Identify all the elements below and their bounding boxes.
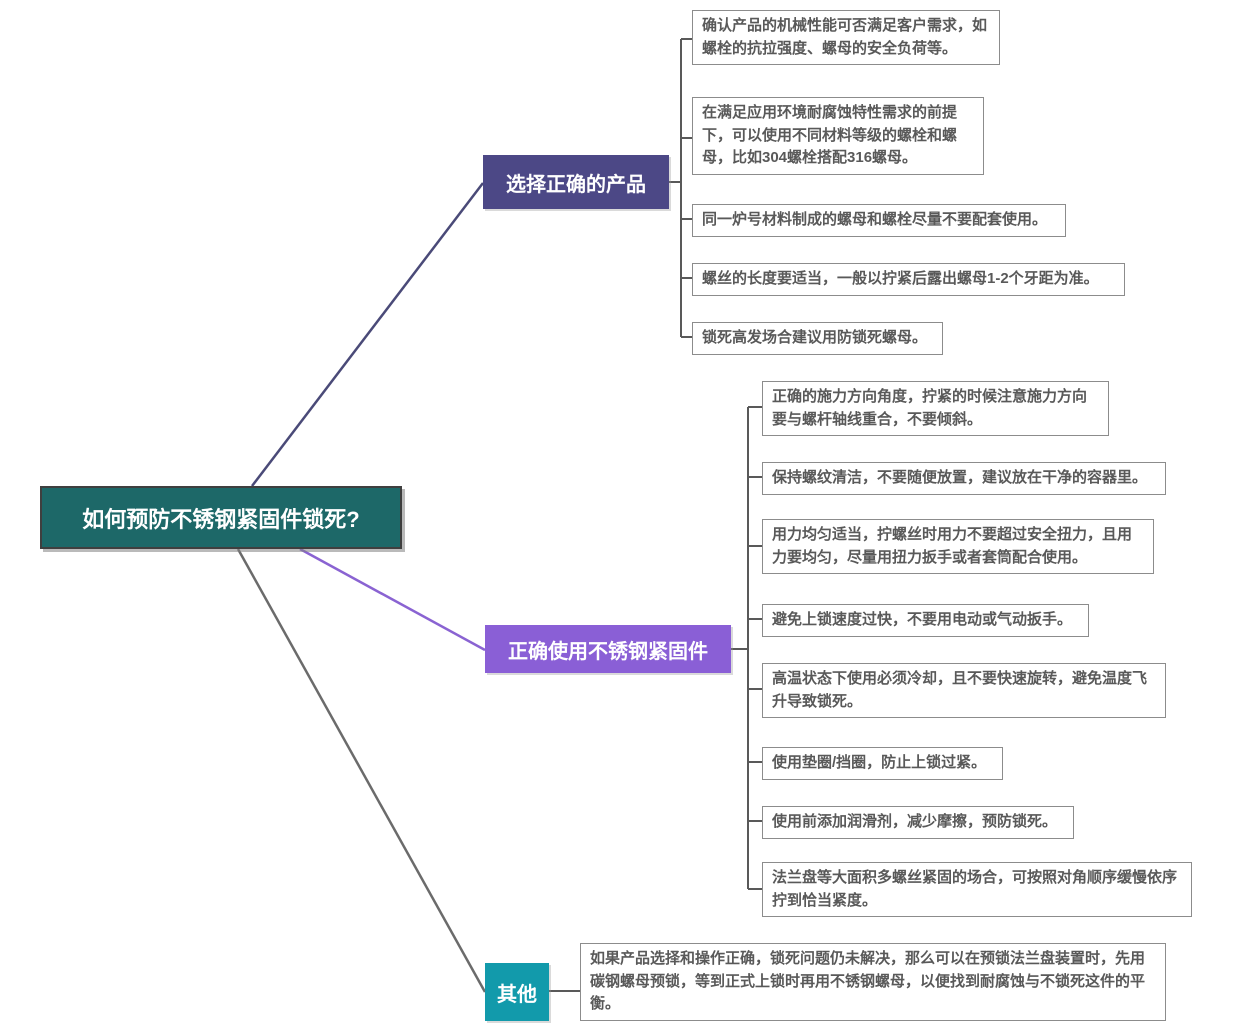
leaf-node[interactable]: 如果产品选择和操作正确，锁死问题仍未解决，那么可以在预锁法兰盘装置时，先用碳钢螺… [580,943,1166,1021]
leaf-node[interactable]: 避免上锁速度过快，不要用电动或气动扳手。 [762,604,1089,637]
leaf-node[interactable]: 保持螺纹清洁，不要随便放置，建议放在干净的容器里。 [762,462,1166,495]
leaf-node[interactable]: 使用垫圈/挡圈，防止上锁过紧。 [762,747,1003,780]
edge-root-branch2 [299,547,486,652]
bracket-branch2 [731,406,762,890]
leaf-node[interactable]: 使用前添加润滑剂，减少摩擦，预防锁死。 [762,806,1074,839]
leaf-node[interactable]: 同一炉号材料制成的螺母和螺栓尽量不要配套使用。 [692,204,1066,237]
leaf-node[interactable]: 确认产品的机械性能可否满足客户需求，如螺栓的抗拉强度、螺母的安全负荷等。 [692,10,1000,65]
leaf-node[interactable]: 法兰盘等大面积多螺丝紧固的场合，可按照对角顺序缓慢依序拧到恰当紧度。 [762,862,1192,917]
bracket-branch1 [669,38,692,338]
branch-node-choose-correct-product[interactable]: 选择正确的产品 [483,155,669,209]
leaf-node[interactable]: 螺丝的长度要适当，一般以拧紧后露出螺母1-2个牙距为准。 [692,263,1125,296]
edge-root-branch1 [251,182,484,487]
leaf-node[interactable]: 正确的施力方向角度，拧紧的时候注意施力方向要与螺杆轴线重合，不要倾斜。 [762,381,1109,436]
edge-root-branch3 [236,548,487,993]
leaf-node[interactable]: 锁死高发场合建议用防锁死螺母。 [692,322,943,355]
mindmap-root-node[interactable]: 如何预防不锈钢紧固件锁死? [40,486,402,549]
leaf-node[interactable]: 高温状态下使用必须冷却，且不要快速旋转，避免温度飞升导致锁死。 [762,663,1166,718]
branch-node-other[interactable]: 其他 [485,963,549,1021]
leaf-node[interactable]: 在满足应用环境耐腐蚀特性需求的前提下，可以使用不同材料等级的螺栓和螺母，比如30… [692,97,984,175]
leaf-node[interactable]: 用力均匀适当，拧螺丝时用力不要超过安全扭力，且用力要均匀，尽量用扭力扳手或者套筒… [762,519,1154,574]
branch-node-use-fasteners-correctly[interactable]: 正确使用不锈钢紧固件 [485,625,731,673]
